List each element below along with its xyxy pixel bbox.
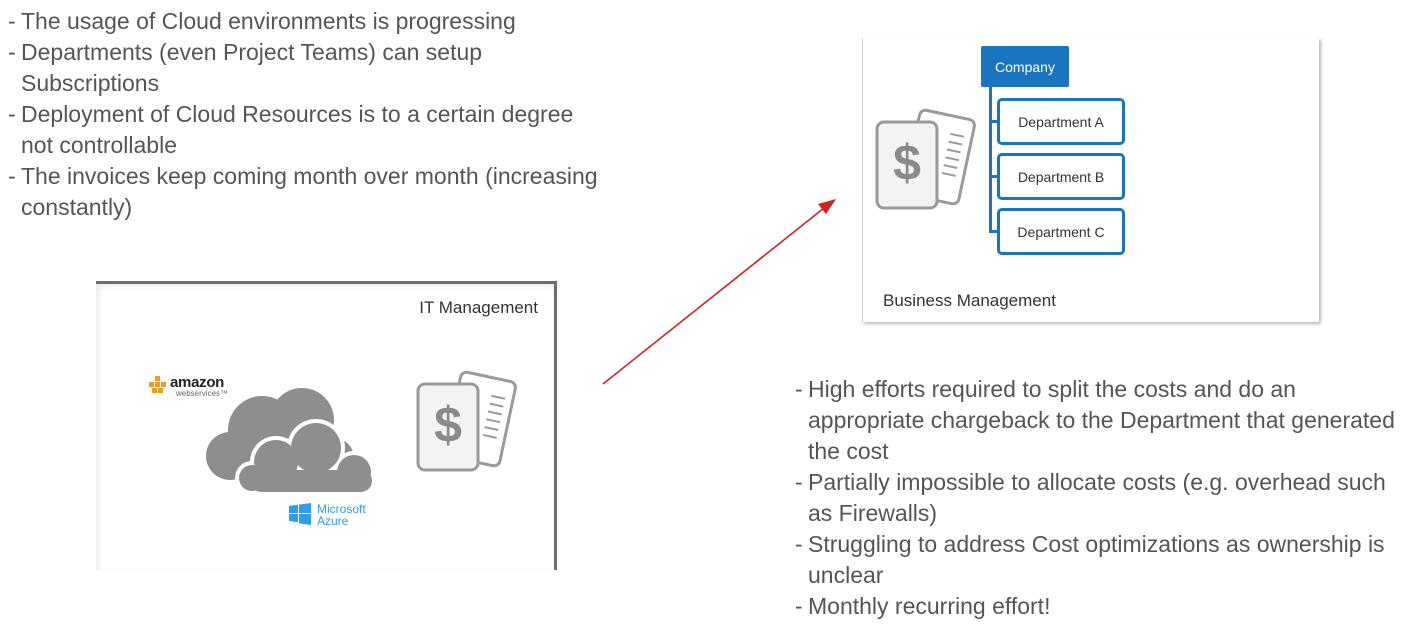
list-item: Monthly recurring effort! <box>795 591 1405 622</box>
list-item: The invoices keep coming month over mont… <box>8 161 598 223</box>
aws-subtitle: webservices™ <box>176 389 229 398</box>
list-item: Partially impossible to allocate costs (… <box>795 467 1405 529</box>
org-connector-branch <box>989 120 998 123</box>
org-node-department: Department B <box>997 153 1125 200</box>
cloud-icon <box>206 388 376 496</box>
list-item: Deployment of Cloud Resources is to a ce… <box>8 99 598 161</box>
right-bullet-list: High efforts required to split the costs… <box>795 374 1405 622</box>
aws-logo: amazon webservices™ <box>149 374 229 398</box>
left-bullet-list: The usage of Cloud environments is progr… <box>8 6 598 223</box>
it-management-panel: IT Management amazon webservices™ <box>96 281 557 570</box>
azure-product: Azure <box>317 514 349 528</box>
invoice-dollar-sign: $ <box>893 135 921 191</box>
invoice-dollar-sign: $ <box>434 397 462 453</box>
org-node-company: Company <box>981 46 1069 87</box>
business-management-label: Business Management <box>883 291 1056 310</box>
invoice-dollar-icon: $ <box>875 108 976 210</box>
azure-windows-icon <box>289 503 311 525</box>
aws-name: amazon <box>170 374 225 391</box>
list-item: Departments (even Project Teams) can set… <box>8 37 598 99</box>
org-connector-branch <box>989 175 998 178</box>
org-node-department: Department A <box>997 98 1125 145</box>
aws-cubes-icon <box>149 376 166 393</box>
invoice-dollar-icon: $ <box>416 370 517 472</box>
azure-logo: Microsoft Azure <box>289 503 366 527</box>
list-item: The usage of Cloud environments is progr… <box>8 6 598 37</box>
org-connector-trunk <box>989 87 992 233</box>
list-item: High efforts required to split the costs… <box>795 374 1405 467</box>
azure-brand: Microsoft <box>317 502 366 516</box>
business-management-panel: $ Company Department A Department B Depa… <box>862 38 1319 322</box>
it-management-label: IT Management <box>419 298 538 317</box>
org-node-department: Department C <box>997 208 1125 255</box>
list-item: Struggling to address Cost optimizations… <box>795 529 1405 591</box>
org-connector-branch <box>989 230 998 233</box>
